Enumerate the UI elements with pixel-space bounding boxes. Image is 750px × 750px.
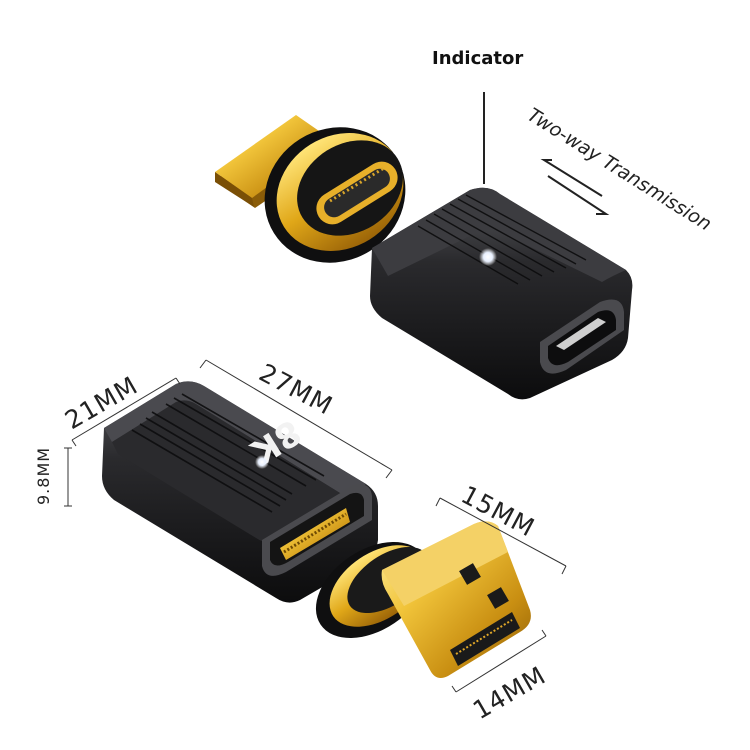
8k-hdmi-female-adapter: 8K xyxy=(102,381,378,603)
magnetic-hdmi-male-plug xyxy=(315,521,531,678)
hdmi-female-port xyxy=(540,299,624,374)
hdmi-plug-slot xyxy=(450,612,520,666)
dimension-lines xyxy=(64,359,567,693)
magnetic-gold-contacts xyxy=(262,484,372,576)
usbc-port-opening xyxy=(316,161,398,225)
two-way-arrows-icon xyxy=(540,159,610,215)
plug-hole-left xyxy=(459,563,481,585)
indicator-label: Indicator xyxy=(432,48,524,69)
dimension-9-8mm: 9.8MM xyxy=(34,446,53,505)
hdmi-female-adapter-top xyxy=(370,187,633,400)
indicator-light xyxy=(479,248,497,266)
indicator-light-bottom xyxy=(255,455,269,469)
magnetic-usbc-plug-tip xyxy=(215,115,406,263)
plug-hole-right xyxy=(487,587,509,609)
